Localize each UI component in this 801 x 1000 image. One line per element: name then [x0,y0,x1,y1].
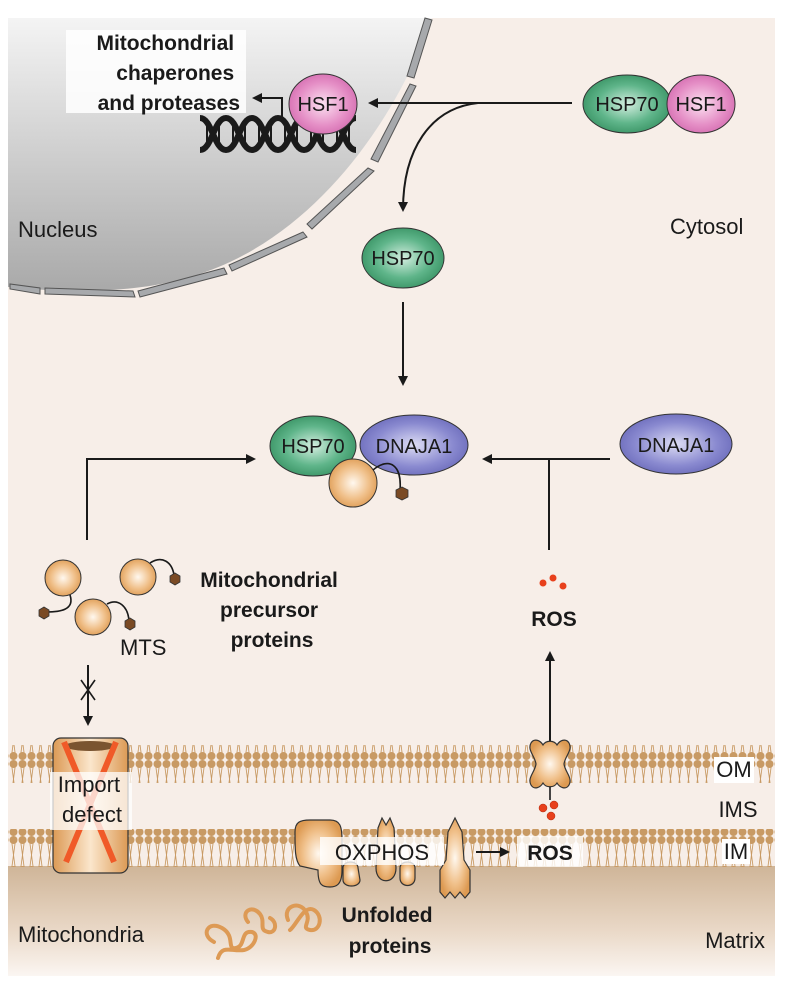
target-genes-label-bg [66,30,246,113]
outer-membrane [8,745,775,783]
import-defect-line-2: defect [62,802,122,827]
ros-membrane-label: ROS [527,842,573,865]
mts-label: MTS [120,635,166,660]
hsp70-hsf1-complex: HSP70 HSF1 [582,74,736,134]
im-label-bg [722,839,750,864]
target-genes-label: Mitochondrial chaperones and proteases [96,32,240,115]
oxphos-complexes [294,816,471,899]
mts-tag-icon [124,617,136,631]
precursor-protein [74,598,136,636]
mts-tag-icon [395,486,409,501]
unfolded-proteins-label: Unfolded proteins [342,904,439,958]
hsp70-release-arrow [398,102,479,212]
import-defect-label-bg [50,772,132,830]
nucleus-label: Nucleus [18,217,97,242]
im-label: IM [724,839,748,864]
matrix-background [8,866,775,976]
oxphos-label: OXPHOS [335,840,429,865]
ros-cytosol-icon [539,574,567,590]
mts-tag-icon [169,572,181,586]
target-genes-line-3: and proteases [98,92,240,115]
hsp70-bound-label: HSP70 [281,436,344,458]
blocked-import-arrow [80,665,96,726]
unfolded-line-2: proteins [349,935,432,958]
hsp70-free: HSP70 [361,227,445,289]
precursor-protein [38,559,82,620]
dnaja1-bound-label: DNAJA1 [376,436,453,458]
hsp70-free-label: HSP70 [371,248,434,270]
target-genes-line-2: chaperones [116,62,234,85]
om-channel [529,739,571,800]
om-label-bg [714,757,754,783]
dnaja1-free: DNAJA1 [619,413,733,475]
unfolded-line-1: Unfolded [342,904,433,927]
hsp70-dnaja1-complex: HSP70 DNAJA1 [269,414,469,508]
import-defect-line-1: Import [58,772,120,797]
precursor-line-2: precursor [220,599,318,622]
hsp70-complex-label: HSP70 [595,94,658,116]
precursor-line-1: Mitochondrial [200,569,338,592]
hsf1-nuclear-label: HSF1 [297,94,348,116]
hsf1-nuclear: HSF1 [288,73,358,135]
ims-label: IMS [718,797,757,822]
precursor-line-3: proteins [231,629,314,652]
ros-ims-icon [538,800,559,821]
cytosol-label: Cytosol [670,214,743,239]
ros-membrane-label-bg [517,836,583,867]
import-defect-label: Import defect [58,772,126,827]
matrix-label: Matrix [705,928,765,953]
precursor-proteins [38,558,181,636]
mts-tag-icon [38,606,50,620]
precursor-to-complex-arrow [86,454,256,540]
transcription-arrow [252,93,283,120]
precursor-protein [119,558,181,596]
ros-cytosol-label: ROS [531,608,577,631]
unfolded-proteins-icon [204,903,322,960]
om-label: OM [716,757,751,782]
hsf1-complex-label: HSF1 [675,94,726,116]
precursor-label: Mitochondrial precursor proteins [200,569,344,652]
dnaja1-free-label: DNAJA1 [638,435,715,457]
oxphos-label-bg [320,837,444,865]
mitochondria-label: Mitochondria [18,922,145,947]
target-genes-line-1: Mitochondrial [96,32,234,55]
